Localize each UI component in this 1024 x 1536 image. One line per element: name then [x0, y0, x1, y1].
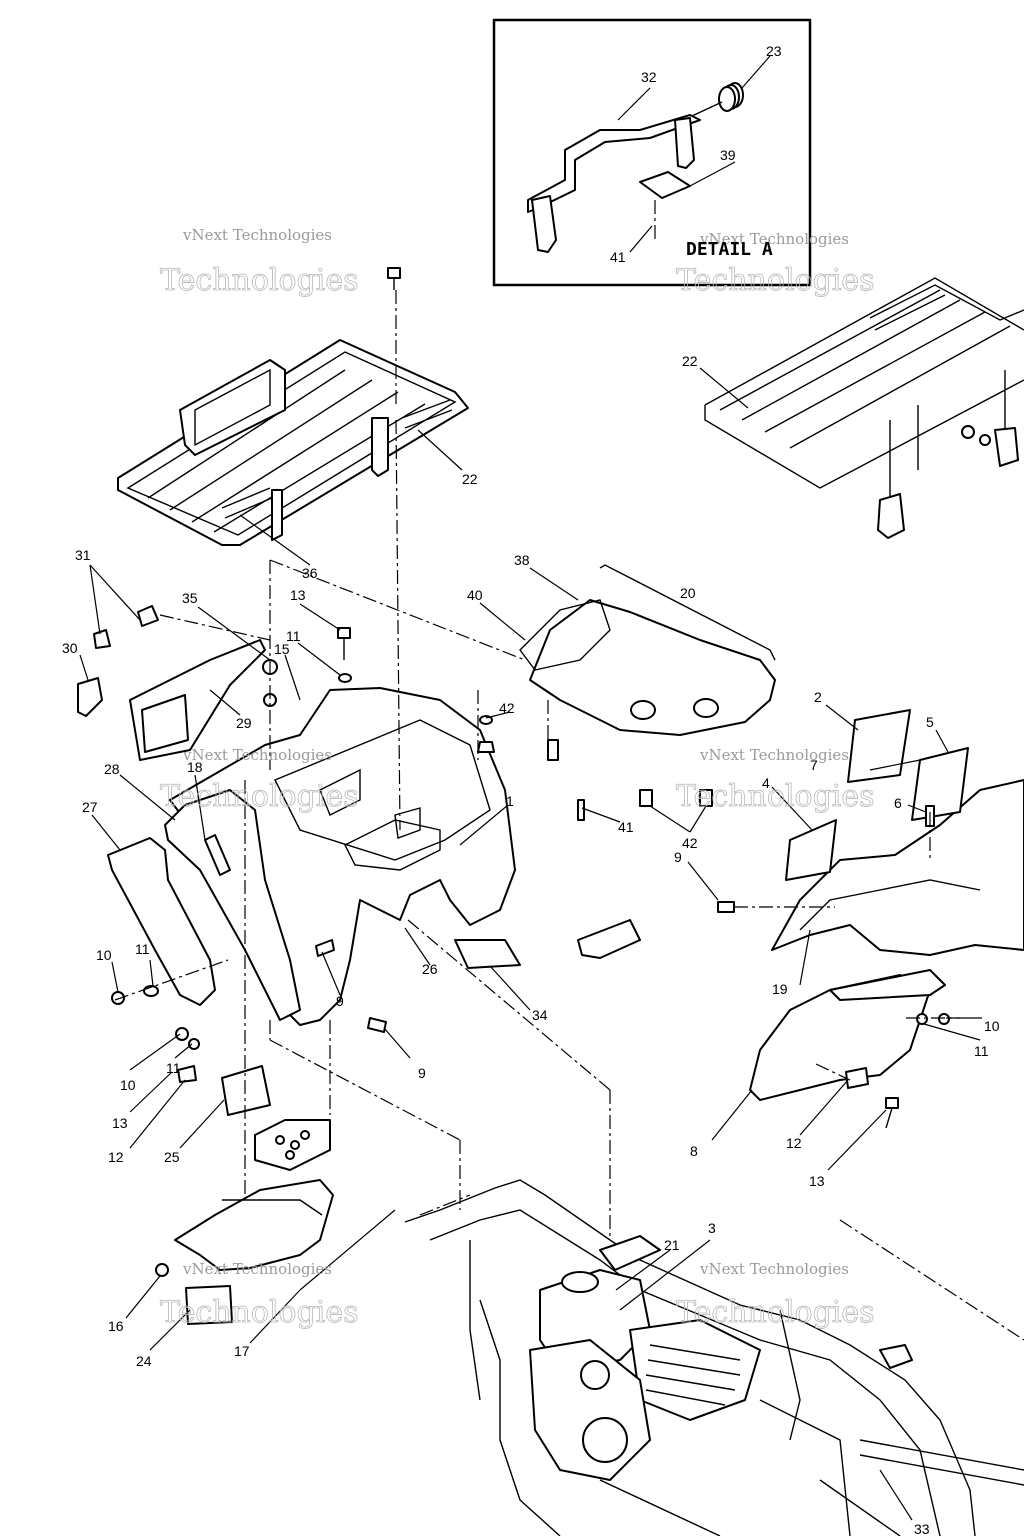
svg-text:Technologies: Technologies — [160, 779, 359, 814]
callout-11: 11 — [166, 1060, 181, 1076]
callout-26: 26 — [422, 961, 438, 977]
front-rack — [704, 277, 1024, 539]
svg-text:vNext Technologies: vNext Technologies — [182, 746, 332, 764]
callout-11: 11 — [286, 628, 301, 644]
svg-text:vNext Technologies: vNext Technologies — [699, 230, 849, 248]
svg-text:vNext Technologies: vNext Technologies — [699, 1260, 849, 1278]
spring-icon — [718, 82, 744, 112]
frame-and-engine — [404, 1179, 1024, 1536]
callout-41: 41 — [610, 249, 626, 265]
callout-42: 42 — [499, 700, 515, 716]
svg-text:vNext Technologies: vNext Technologies — [699, 746, 849, 764]
rear-fender — [107, 687, 516, 1026]
callout-21: 21 — [664, 1237, 680, 1253]
callout-22: 22 — [682, 353, 698, 369]
callout-13: 13 — [112, 1115, 128, 1131]
callout-10: 10 — [984, 1018, 1000, 1034]
callout-34: 34 — [532, 1007, 548, 1023]
callout-20: 20 — [680, 585, 696, 601]
callout-18: 18 — [187, 759, 203, 775]
callout-12: 12 — [108, 1149, 124, 1165]
callout-28: 28 — [104, 761, 120, 777]
callout-19: 19 — [772, 981, 788, 997]
callout-31: 31 — [75, 547, 91, 563]
callout-13: 13 — [290, 587, 306, 603]
hardware — [77, 267, 950, 1325]
callout-17: 17 — [234, 1343, 250, 1359]
callout-9: 9 — [674, 849, 682, 865]
callout-39: 39 — [720, 147, 736, 163]
callout-2: 2 — [814, 689, 822, 705]
watermark: vNext Technologies Technologies vNext Te… — [160, 226, 875, 1330]
callout-22: 22 — [462, 471, 478, 487]
callout-9: 9 — [418, 1065, 426, 1081]
svg-text:Technologies: Technologies — [160, 263, 359, 298]
svg-text:vNext Technologies: vNext Technologies — [182, 1260, 332, 1278]
callout-38: 38 — [514, 552, 530, 568]
svg-text:Technologies: Technologies — [676, 1295, 875, 1330]
callout-16: 16 — [108, 1318, 124, 1334]
callout-12: 12 — [786, 1135, 802, 1151]
callout-4: 4 — [762, 775, 770, 791]
detail-a-box — [492, 18, 812, 287]
callout-29: 29 — [236, 715, 252, 731]
callout-11: 11 — [974, 1043, 989, 1059]
rear-rack — [117, 339, 469, 546]
callout-13: 13 — [809, 1173, 825, 1189]
callout-15: 15 — [274, 641, 290, 657]
callout-10: 10 — [120, 1077, 136, 1093]
callout-25: 25 — [164, 1149, 180, 1165]
callout-5: 5 — [926, 714, 934, 730]
callout-7: 7 — [810, 757, 818, 773]
seat — [519, 564, 776, 736]
callout-40: 40 — [467, 587, 483, 603]
leader-lines — [79, 367, 982, 1521]
callout-33: 33 — [914, 1521, 930, 1536]
callout-8: 8 — [690, 1143, 698, 1159]
callout-42: 42 — [682, 835, 698, 851]
callout-6: 6 — [894, 795, 902, 811]
callout-35: 35 — [182, 590, 198, 606]
assembly-lines — [114, 290, 1024, 1341]
svg-text:Technologies: Technologies — [676, 779, 875, 814]
svg-text:Technologies: Technologies — [676, 263, 875, 298]
callout-3: 3 — [708, 1220, 716, 1236]
callout-27: 27 — [82, 799, 98, 815]
callout-30: 30 — [62, 640, 78, 656]
callout-41: 41 — [618, 819, 634, 835]
callouts: 23 32 39 41 22 36 22 31 35 30 29 13 11 1… — [62, 43, 1000, 1536]
callout-24: 24 — [136, 1353, 152, 1369]
callout-10: 10 — [96, 947, 112, 963]
front-fender — [749, 709, 1024, 1101]
callout-11: 11 — [135, 941, 150, 957]
callout-23: 23 — [766, 43, 782, 59]
svg-text:Technologies: Technologies — [160, 1295, 359, 1330]
svg-text:vNext Technologies: vNext Technologies — [182, 226, 332, 244]
callout-36: 36 — [302, 565, 318, 581]
detail-a-title: DETAIL A — [686, 239, 773, 260]
callout-9: 9 — [336, 993, 344, 1009]
callout-1: 1 — [506, 793, 514, 809]
callout-32: 32 — [641, 69, 657, 85]
